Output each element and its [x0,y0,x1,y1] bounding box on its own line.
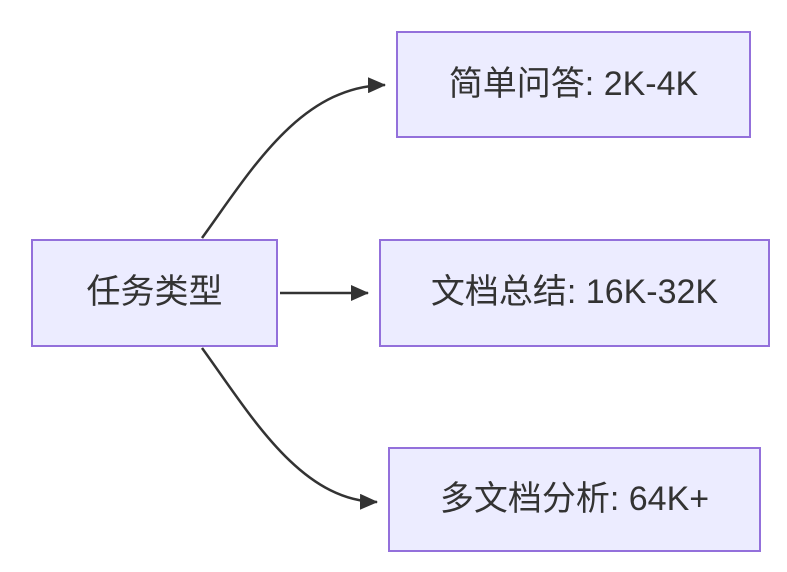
node-task-type-label: 任务类型 [86,273,223,312]
node-doc-summary-label: 文档总结: 16K-32K [430,273,719,312]
node-multi-doc-label: 多文档分析: 64K+ [439,479,710,518]
edge-root-to-multi-doc [200,347,378,510]
node-simple-qa-label: 简单问答: 2K-4K [448,64,699,103]
edge-root-to-simple-qa [200,77,386,239]
node-doc-summary: 文档总结: 16K-32K [379,239,770,347]
node-simple-qa: 简单问答: 2K-4K [396,31,751,138]
node-task-type: 任务类型 [31,239,278,347]
node-multi-doc: 多文档分析: 64K+ [388,447,761,552]
